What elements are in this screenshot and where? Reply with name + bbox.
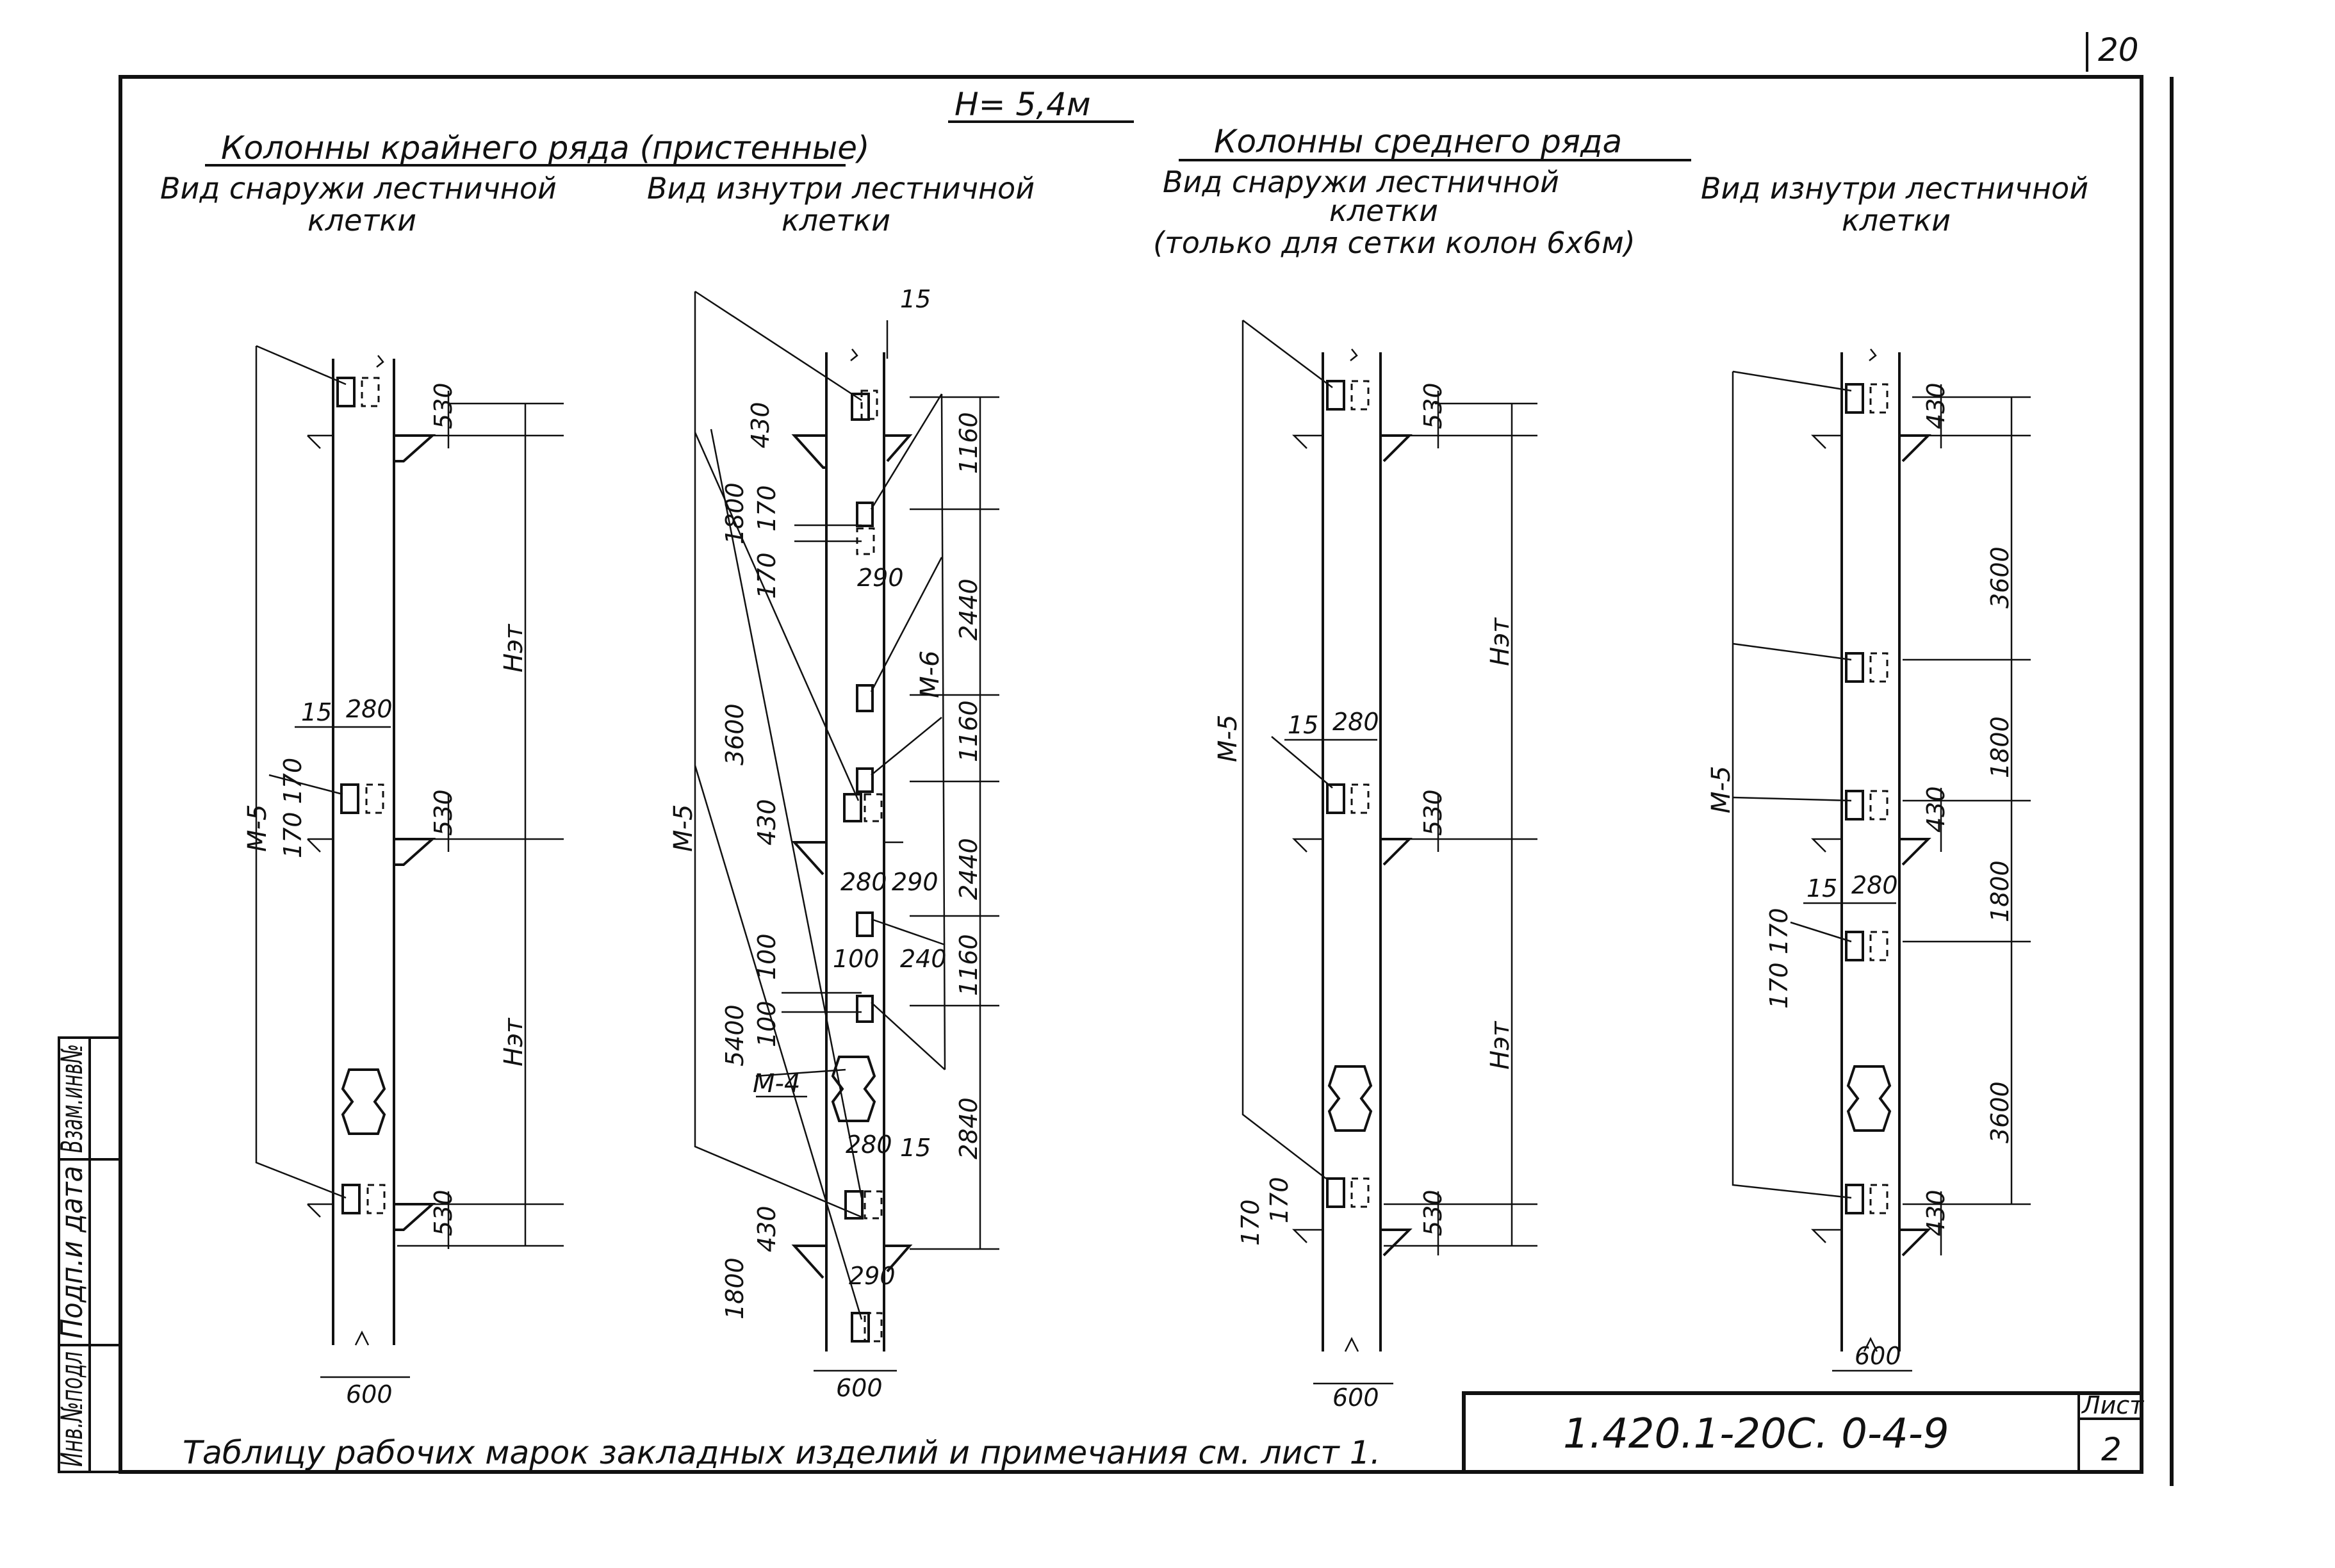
dim-c2-430-top: 430 <box>746 402 774 448</box>
dim-chain-c2 <box>910 396 999 1250</box>
mark-m6-c2: М-6 <box>915 651 945 698</box>
dim-c1-het-bot: Нэт <box>499 1017 528 1066</box>
mark-m5-c3: М-5 <box>1213 715 1243 762</box>
height-label: Н= 5,4м <box>954 86 1091 123</box>
dim-c4-170-b: 170 <box>1765 962 1793 1009</box>
dim-c4-430-mid: 430 <box>1922 786 1950 833</box>
view-1-title: Вид снаружи лестничной <box>160 171 557 206</box>
dim-c4-170-a: 170 <box>1765 908 1793 954</box>
stamp-podp-data: Подп.и дата <box>54 1166 89 1339</box>
dim-c4-15: 15 <box>1807 874 1837 902</box>
dim-chain-c4 <box>1903 384 2031 1255</box>
side-stamp: Взам.инв№ Подп.и дата Инв.№подл <box>54 1036 122 1473</box>
sheet-frame <box>119 32 2174 1486</box>
dim-c2-1160-b: 1160 <box>954 700 983 762</box>
dim-c2-1160-a: 1160 <box>954 412 983 474</box>
dim-c3-het-bot: Нэт <box>1486 1020 1515 1070</box>
dim-c2-280-a: 280 <box>840 868 887 896</box>
doc-code: 1.420.1-20С. 0-4-9 <box>1563 1410 1949 1458</box>
view-4-title: Вид изнутри лестничной <box>1701 171 2088 206</box>
sheet-number-top: 20 <box>2098 31 2139 69</box>
dim-c2-170-a: 170 <box>753 485 781 532</box>
dim-c2-15: 15 <box>900 285 931 313</box>
dim-c3-280: 280 <box>1332 708 1379 736</box>
view-1-title-2: клетки <box>307 203 416 238</box>
dim-c4-3600-b: 3600 <box>1986 1081 2014 1143</box>
mark-m5-c2: М-5 <box>669 804 698 852</box>
dim-chain-c1 <box>397 391 564 1249</box>
dim-c3-600: 600 <box>1332 1384 1379 1412</box>
mark-m5-c1: М-5 <box>243 804 272 852</box>
dim-c3-530-bot: 530 <box>1419 1189 1447 1236</box>
view-4-title-2: клетки <box>1842 203 1951 238</box>
dim-c4-430-bot: 430 <box>1922 1189 1950 1236</box>
dim-c1-530-mid: 530 <box>429 789 457 836</box>
list-label: Лист <box>2081 1391 2145 1419</box>
dim-c4-600: 600 <box>1855 1342 1901 1370</box>
dim-c4-280: 280 <box>1851 871 1898 899</box>
dim-c3-het-top: Нэт <box>1486 617 1515 666</box>
dim-c2-5400: 5400 <box>721 1004 749 1066</box>
dim-c2-100-b: 100 <box>753 933 781 980</box>
dim-c2-600: 600 <box>836 1374 883 1402</box>
dim-c2-15-b: 15 <box>900 1134 931 1162</box>
dim-c1-het-top: Нэт <box>499 623 528 673</box>
stamp-vzam-inv: Взам.инв№ <box>54 1044 89 1153</box>
dim-c2-280-b: 280 <box>846 1131 892 1159</box>
dim-c3-170-b: 170 <box>1236 1199 1265 1246</box>
dim-c1-170-170: 170 170 <box>279 758 307 858</box>
column-2-inside <box>694 290 946 1352</box>
dim-c3-530-top: 530 <box>1419 382 1447 429</box>
dim-c1-530-bot: 530 <box>429 1189 457 1236</box>
view-2-title-2: клетки <box>782 203 890 238</box>
column-4-inside <box>1732 348 1931 1352</box>
view-3-title: Вид снаружи лестничной <box>1163 165 1559 199</box>
dim-c2-3600: 3600 <box>721 703 749 765</box>
dim-c1-15: 15 <box>301 698 332 726</box>
dim-chain-c3 <box>1384 391 1537 1255</box>
dim-c3-170-a: 170 <box>1265 1177 1293 1223</box>
dim-c2-100-c: 100 <box>753 1000 781 1047</box>
dim-c1-600: 600 <box>346 1380 393 1409</box>
dim-c1-280: 280 <box>346 695 393 723</box>
stamp-inv-podl: Инв.№подл <box>54 1352 89 1467</box>
dim-c3-15: 15 <box>1288 711 1318 739</box>
dim-c1-530-top: 530 <box>429 382 457 429</box>
list-number: 2 <box>2101 1431 2122 1468</box>
dim-c2-1800-bot: 1800 <box>721 1257 749 1319</box>
mark-m4-c2: М-4 <box>753 1069 800 1098</box>
dim-c2-430-mid: 430 <box>753 799 781 845</box>
dim-c2-2440-b: 2440 <box>954 838 983 900</box>
footer-note: Таблицу рабочих марок закладных изделий … <box>183 1434 1381 1471</box>
view-2-title: Вид изнутри лестничной <box>647 171 1035 206</box>
group-title-edge: Колонны крайнего ряда (пристенные) <box>221 129 870 167</box>
dim-c4-1800-b: 1800 <box>1986 860 2014 922</box>
dim-c2-1800-top: 1800 <box>721 482 749 544</box>
dim-c2-430-bot: 430 <box>753 1205 781 1252</box>
dim-c4-1800-a: 1800 <box>1986 716 2014 778</box>
dim-c3-530-mid: 530 <box>1419 789 1447 836</box>
view-3-title-3: (только для сетки колон 6х6м) <box>1153 225 1635 260</box>
column-3-outside <box>1241 320 1413 1352</box>
dim-c2-290-b: 290 <box>892 868 938 896</box>
dim-c2-240: 240 <box>900 945 947 973</box>
dim-c2-2840: 2840 <box>954 1097 983 1159</box>
dim-c2-170-b: 170 <box>753 552 781 599</box>
dim-c2-290-a: 290 <box>857 564 904 592</box>
mark-m5-c4: М-5 <box>1707 766 1736 813</box>
column-1-outside <box>255 345 436 1346</box>
dim-c2-290-c: 290 <box>849 1262 896 1290</box>
dim-c4-3600-a: 3600 <box>1986 546 2014 608</box>
group-title-middle: Колонны среднего ряда <box>1214 123 1622 160</box>
view-3-title-2: клетки <box>1329 193 1438 228</box>
title-block <box>1462 1391 2143 1474</box>
dim-c2-1160-c: 1160 <box>954 934 983 996</box>
dim-c4-430-top: 430 <box>1922 382 1950 429</box>
dim-c2-100-a: 100 <box>833 945 880 973</box>
dim-c2-2440-a: 2440 <box>954 578 983 641</box>
